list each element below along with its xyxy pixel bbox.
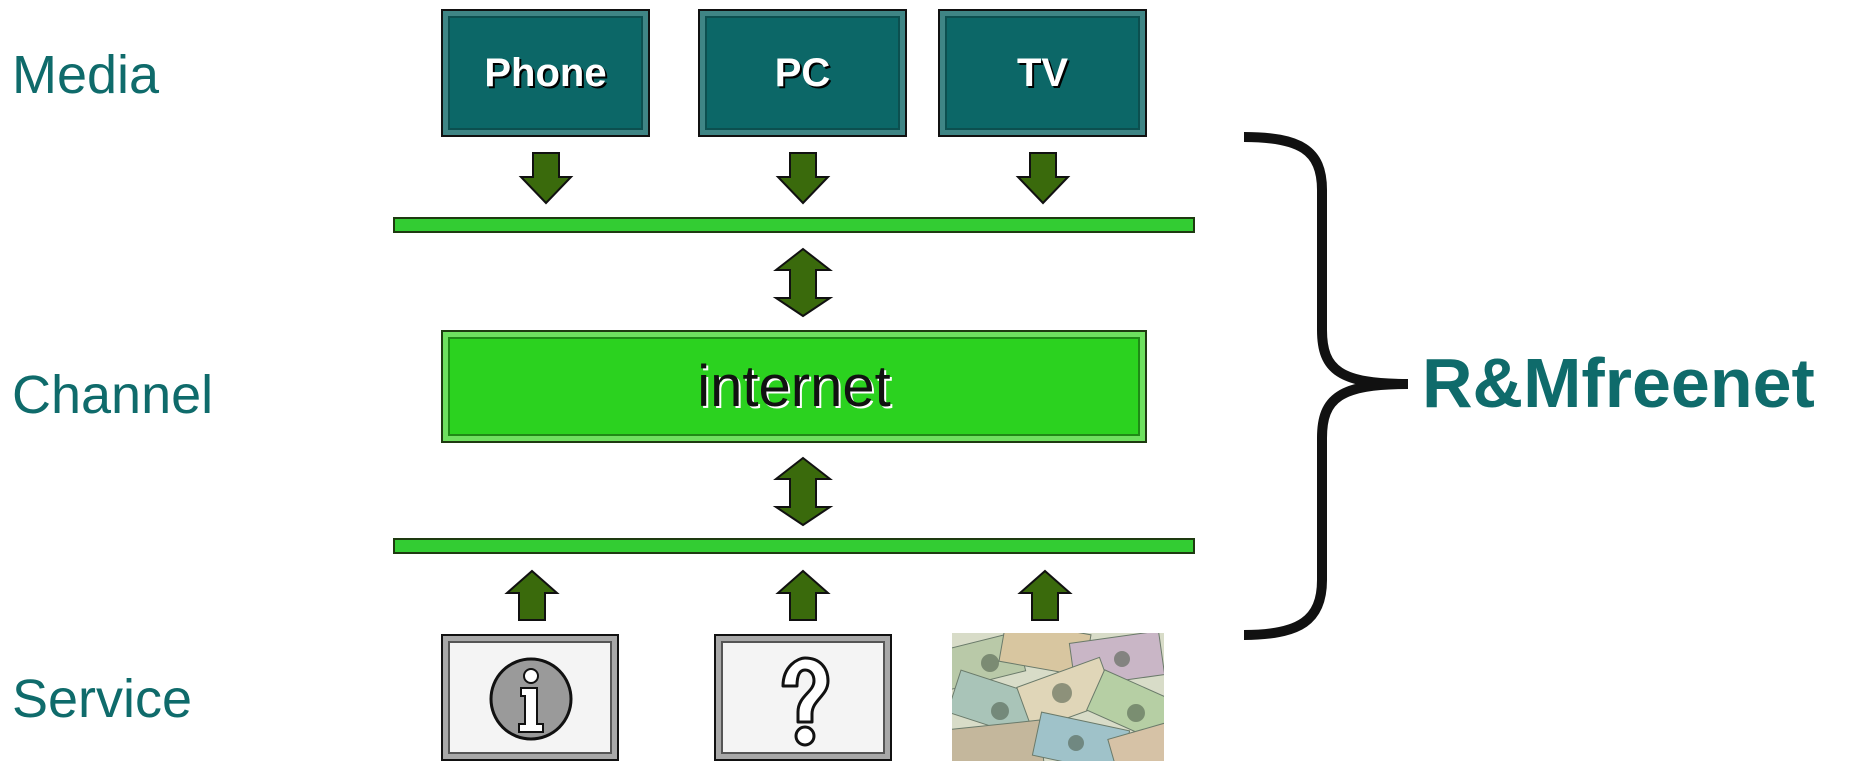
service-banknotes-image <box>952 633 1164 761</box>
internet-label: internet <box>697 354 891 419</box>
media-box-phone: Phone <box>441 9 650 137</box>
brand-label: R&Mfreenet <box>1422 344 1815 422</box>
internet-box: internet <box>441 330 1147 443</box>
question-mark-icon <box>781 656 830 747</box>
arrow-up-help <box>775 569 831 621</box>
arrow-double-top <box>772 247 834 318</box>
info-icon <box>489 657 573 741</box>
arrow-double-bottom <box>772 456 834 527</box>
media-label-pc: PC <box>774 50 831 95</box>
arrow-down-pc <box>775 152 831 205</box>
media-label-tv: TV <box>1016 50 1069 95</box>
service-box-info <box>441 634 619 761</box>
media-box-pc: PC <box>698 9 907 137</box>
arrow-up-money <box>1017 569 1073 621</box>
arrow-down-tv <box>1015 152 1071 205</box>
top-bus-bar <box>393 217 1195 233</box>
arrow-down-phone <box>518 152 574 205</box>
media-label-phone: Phone <box>484 50 607 95</box>
arrow-up-info <box>504 569 560 621</box>
media-box-tv: TV <box>938 9 1147 137</box>
service-box-help <box>714 634 892 761</box>
bottom-bus-bar <box>393 538 1195 554</box>
row-label-media: Media <box>12 45 160 105</box>
brace-icon <box>1243 132 1409 640</box>
row-label-service: Service <box>12 669 193 729</box>
row-label-channel: Channel <box>12 365 214 425</box>
